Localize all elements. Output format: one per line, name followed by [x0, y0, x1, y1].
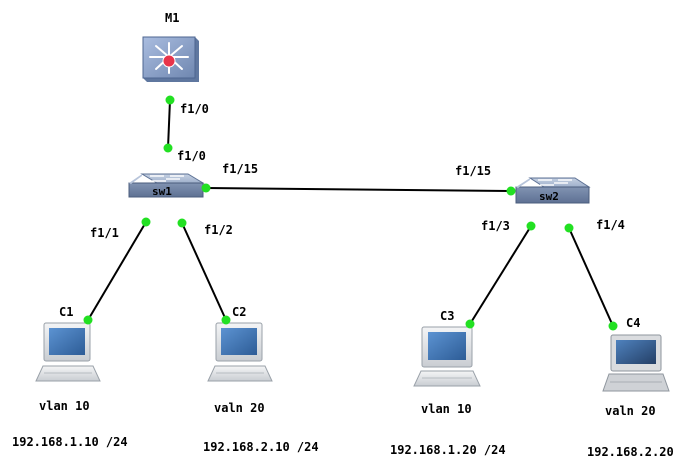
c3-ip-label: 192.168.1.20 /24 — [390, 443, 506, 457]
port-label-sw1-f1-15: f1/15 — [222, 162, 258, 176]
port-indicator-sw2-f1-15 — [506, 186, 516, 196]
c1-ip-label: 192.168.1.10 /24 — [12, 435, 128, 449]
port-indicator-m1-f1-0 — [165, 95, 175, 105]
c4-ip-label: 192.168.2.20 — [587, 445, 674, 459]
c1-pc[interactable] — [35, 322, 101, 382]
c4-vlan-label: valn 20 — [605, 404, 656, 418]
port-indicator-c4 — [608, 321, 618, 331]
m1-multilayer-switch[interactable] — [142, 36, 199, 82]
link-sw1-c2 — [181, 222, 227, 321]
c1-label: C1 — [59, 305, 73, 319]
router-core-icon — [162, 54, 176, 68]
c2-vlan-label: valn 20 — [214, 401, 265, 415]
c4-pc[interactable] — [602, 334, 670, 392]
c3-pc[interactable] — [413, 326, 481, 387]
sw1-label: sw1 — [152, 185, 172, 198]
port-indicator-c1 — [83, 315, 93, 325]
port-indicator-c2 — [221, 315, 231, 325]
c4-label: C4 — [626, 316, 640, 330]
monitor-screen-icon — [428, 332, 466, 360]
c3-vlan-label: vlan 10 — [421, 402, 472, 416]
sw2-label: sw2 — [539, 190, 559, 203]
link-m1-sw1 — [167, 99, 171, 149]
monitor-screen-icon — [616, 340, 656, 364]
c2-ip-label: 192.168.2.10 /24 — [203, 440, 319, 454]
switch-arrows-icon — [150, 175, 184, 182]
sw1-switch[interactable] — [128, 173, 205, 198]
c2-pc[interactable] — [207, 322, 273, 382]
monitor-screen-icon — [221, 328, 257, 355]
link-sw2-c3 — [469, 225, 532, 325]
port-label-sw1-f1-2: f1/2 — [204, 223, 233, 237]
port-indicator-sw1-f1-15 — [201, 183, 211, 193]
m1-label: M1 — [165, 11, 179, 25]
c3-label: C3 — [440, 309, 454, 323]
port-indicator-c3 — [465, 319, 475, 329]
sw2-switch[interactable] — [515, 177, 591, 204]
port-label-sw1-f1-1: f1/1 — [90, 226, 119, 240]
c2-label: C2 — [232, 305, 246, 319]
c1-vlan-label: vlan 10 — [39, 399, 90, 413]
switch-arrows-icon — [538, 179, 572, 186]
port-label-sw2-f1-4: f1/4 — [596, 218, 625, 232]
link-sw1-c1 — [87, 221, 147, 321]
port-indicator-sw2-f1-3 — [526, 221, 536, 231]
port-indicator-sw2-f1-4 — [564, 223, 574, 233]
port-label-sw1-f1-0: f1/0 — [177, 149, 206, 163]
port-indicator-sw1-f1-0 — [163, 143, 173, 153]
monitor-screen-icon — [49, 328, 85, 355]
port-indicator-sw1-f1-1 — [141, 217, 151, 227]
link-sw2-c4 — [568, 227, 614, 327]
port-label-sw2-f1-3: f1/3 — [481, 219, 510, 233]
port-label-sw2-f1-15: f1/15 — [455, 164, 491, 178]
port-indicator-sw1-f1-2 — [177, 218, 187, 228]
link-sw1-sw2 — [205, 187, 513, 192]
port-label-m1-f1-0: f1/0 — [180, 102, 209, 116]
